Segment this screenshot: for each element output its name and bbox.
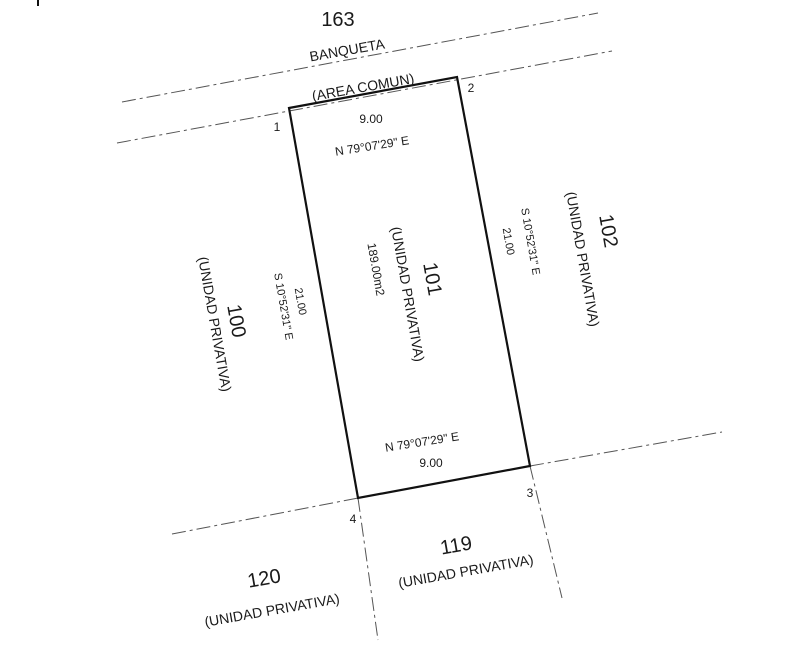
- lot-101-type: (UNIDAD PRIVATIVA): [388, 225, 428, 363]
- vertex-3: 3: [527, 486, 534, 500]
- lot-100-number: 100: [222, 303, 249, 340]
- lot-101-boundary: [287, 75, 532, 500]
- east-side-bearing: S 10°52'31" E: [518, 207, 542, 276]
- lot-102-type: (UNIDAD PRIVATIVA): [563, 190, 603, 328]
- north-side-length: 9.00: [359, 112, 383, 126]
- lot-line-south-west: [171, 497, 359, 535]
- south-side-bearing: N 79°07'29" E: [384, 429, 460, 455]
- street-number: 163: [321, 9, 354, 31]
- west-side-bearing: S 10°52'31" E: [271, 272, 295, 341]
- west-side-length: 21.00: [292, 287, 309, 316]
- lot-102-number: 102: [594, 213, 621, 250]
- lot-120-type: (UNIDAD PRIVATIVA): [203, 590, 341, 630]
- lot-119-number: 119: [439, 532, 474, 559]
- lot-line-between-119-east: [529, 465, 563, 599]
- lot-120-number: 120: [246, 565, 283, 592]
- lot-line-between-120-119: [357, 497, 379, 641]
- street-boundary-upper: [121, 12, 599, 103]
- street-type: (AREA COMUN): [311, 70, 416, 104]
- vertex-1: 1: [274, 120, 281, 134]
- south-side-length: 9.00: [419, 456, 443, 470]
- east-side-length: 21.00: [500, 227, 517, 256]
- lot-line-south-east: [529, 431, 723, 467]
- lot-101-number: 101: [418, 261, 445, 298]
- street-boundary-lower: [116, 50, 613, 144]
- north-side-bearing: N 79°07'29" E: [334, 133, 410, 159]
- vertex-2: 2: [468, 81, 475, 95]
- lot-101-area: 189.00m2: [364, 242, 387, 297]
- lot-119-type: (UNIDAD PRIVATIVA): [397, 551, 535, 591]
- vertex-4: 4: [350, 512, 357, 526]
